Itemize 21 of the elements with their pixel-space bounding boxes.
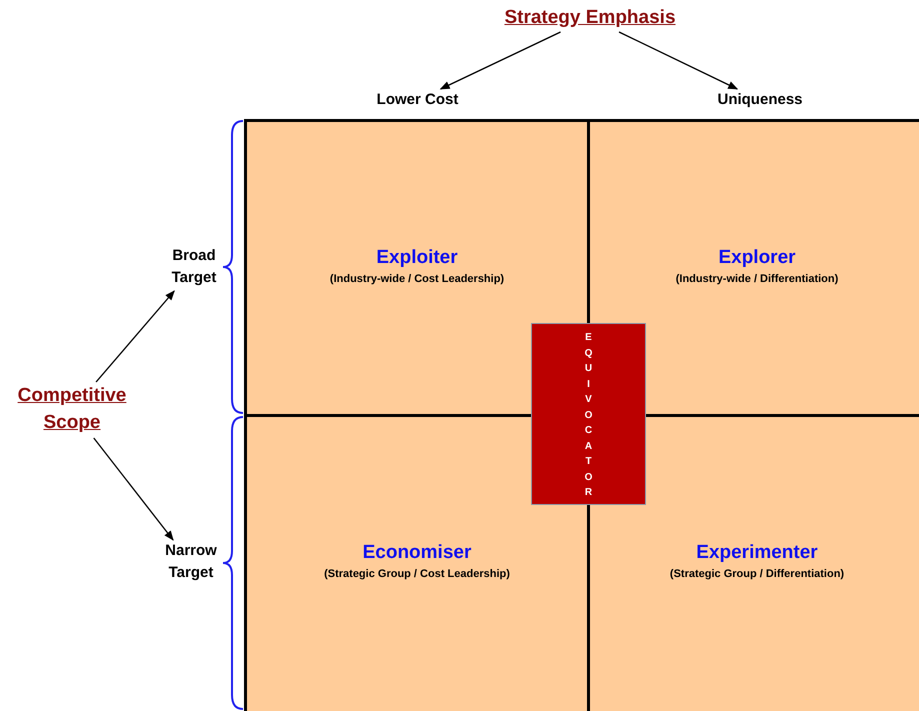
- quadrant-title: Economiser: [362, 542, 472, 564]
- arrow: [440, 31, 561, 90]
- arrow: [618, 31, 738, 90]
- axis-title: Competitive Scope: [2, 382, 142, 438]
- quadrant-title: Explorer: [718, 247, 796, 269]
- vertical-label-bar: EQUIVOCATOR: [531, 323, 646, 505]
- quadrant-cell: [587, 119, 919, 417]
- arrow: [93, 438, 174, 541]
- quadrant-title: Exploiter: [376, 247, 458, 269]
- quadrant-subtitle: (Industry-wide / Differentiation): [676, 273, 838, 285]
- quadrant-title: Experimenter: [696, 542, 818, 564]
- axis-label: Narrow Target: [157, 540, 225, 586]
- quadrant-cell: [244, 119, 590, 417]
- axis-label: Lower Cost: [360, 89, 475, 111]
- axis-label: Broad Target: [160, 245, 228, 291]
- arrow: [96, 290, 175, 382]
- quadrant-subtitle: (Strategic Group / Cost Leadership): [324, 568, 510, 580]
- axis-label: Uniqueness: [700, 89, 820, 111]
- quadrant-subtitle: (Industry-wide / Cost Leadership): [330, 273, 504, 285]
- quadrant-subtitle: (Strategic Group / Differentiation): [670, 568, 844, 580]
- axis-title: Strategy Emphasis: [480, 4, 700, 32]
